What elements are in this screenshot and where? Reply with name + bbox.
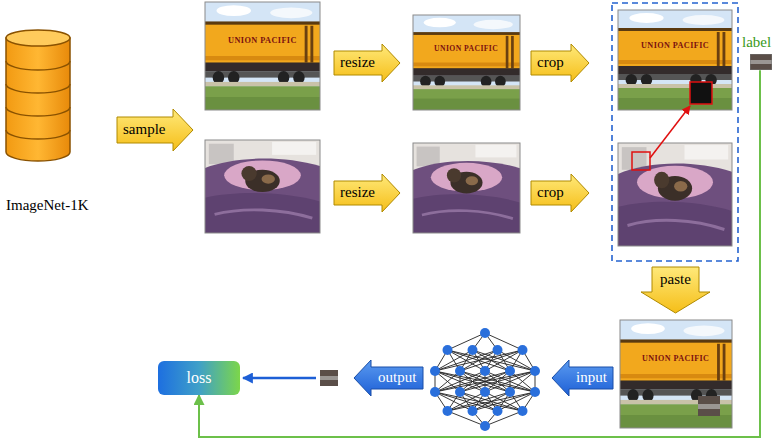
node-text: input — [576, 369, 607, 386]
move-arrow — [650, 106, 690, 158]
database-band — [6, 130, 70, 139]
output-arrow: output — [353, 359, 424, 397]
database: ImageNet-1K — [4, 28, 116, 214]
crop-arrow: crop — [530, 43, 590, 83]
network-neuron — [443, 345, 453, 355]
dog-photo — [413, 143, 520, 233]
node-text: label — [742, 34, 778, 51]
network-neuron — [493, 406, 503, 416]
label-tag: label — [742, 34, 778, 70]
database-band — [6, 61, 70, 70]
database-top — [6, 30, 70, 46]
network-neuron — [530, 366, 540, 376]
patch-fill — [750, 54, 772, 70]
arrow-fill — [334, 174, 400, 212]
network-neuron — [443, 406, 453, 416]
node-text: paste — [660, 271, 691, 288]
crop-region — [632, 152, 650, 170]
arrow-fill — [552, 360, 613, 396]
output-patch — [320, 370, 338, 386]
loss-box: loss — [158, 361, 240, 395]
network-link — [460, 371, 535, 392]
database-icon — [4, 28, 72, 163]
network-neuron — [518, 406, 528, 416]
dog-photo — [618, 143, 732, 246]
node-text: ImageNet-1K — [4, 197, 116, 214]
dashed-group-box — [612, 3, 738, 261]
arrow-fill — [531, 174, 589, 212]
network-neuron — [468, 345, 478, 355]
network-neuron — [530, 387, 540, 397]
paste-arrow: paste — [640, 266, 711, 314]
photo-lettering: UNION PACIFIC — [642, 355, 709, 363]
network-neuron — [468, 406, 478, 416]
train-photo — [618, 320, 734, 428]
network-link — [485, 333, 523, 350]
network-neuron — [518, 345, 528, 355]
resize-arrow: resize — [333, 173, 401, 213]
photo-frame — [618, 143, 732, 246]
network-neuron — [480, 387, 490, 397]
photo-frame — [413, 143, 520, 233]
node-text: resize — [340, 54, 375, 71]
network-neuron — [455, 366, 465, 376]
network-link — [448, 333, 486, 350]
train-photo — [616, 10, 734, 110]
node-text: crop — [537, 54, 564, 71]
photo-lettering: UNION PACIFIC — [228, 37, 297, 45]
network-neuron — [493, 345, 503, 355]
cut-out-region — [690, 82, 712, 104]
network-link — [485, 350, 523, 371]
pasted-patch — [698, 396, 720, 416]
network-link — [485, 411, 523, 426]
node-text: crop — [537, 184, 564, 201]
network-neuron — [430, 366, 440, 376]
crop-arrow: crop — [530, 173, 590, 213]
network-neuron — [480, 328, 490, 338]
node-text: loss — [187, 369, 212, 387]
pasted-patch — [698, 404, 720, 409]
network-neuron — [505, 387, 515, 397]
node-text: resize — [340, 184, 375, 201]
node-text: output — [378, 369, 416, 386]
arrow-fill — [117, 109, 193, 151]
photo-frame — [620, 320, 732, 428]
arrow-fill — [531, 44, 589, 82]
network-neuron — [480, 366, 490, 376]
photo-lettering: UNION PACIFIC — [641, 42, 709, 50]
photo-frame — [205, 2, 320, 110]
sample-arrow: sample — [116, 108, 194, 152]
patch-frame — [750, 54, 772, 70]
dog-photo — [205, 140, 320, 233]
train-photo — [203, 2, 322, 110]
flow-arrow — [243, 377, 316, 380]
output-patch — [320, 376, 338, 380]
arrow-fill — [354, 360, 423, 396]
input-arrow: input — [551, 359, 614, 397]
network-neuron — [455, 387, 465, 397]
database-band — [6, 84, 70, 93]
network-neuron — [505, 366, 515, 376]
arrow-fill — [334, 44, 400, 82]
network-neuron — [480, 421, 490, 431]
network-neuron — [430, 387, 440, 397]
database-body — [6, 38, 70, 161]
photo-frame — [205, 140, 320, 233]
neural-network — [430, 328, 540, 431]
arrow-fill — [641, 267, 710, 313]
label-patch — [750, 54, 772, 70]
network-link — [498, 392, 536, 411]
photo-frame — [618, 10, 732, 110]
network-link — [448, 411, 486, 426]
resize-arrow: resize — [333, 43, 401, 83]
photo-lettering: UNION PACIFIC — [434, 45, 498, 53]
database-band — [6, 107, 70, 116]
label-connector — [199, 70, 760, 437]
photo-frame — [413, 15, 520, 110]
train-photo — [411, 15, 522, 110]
node-text: sample — [123, 121, 166, 138]
patch-fill — [750, 60, 772, 64]
